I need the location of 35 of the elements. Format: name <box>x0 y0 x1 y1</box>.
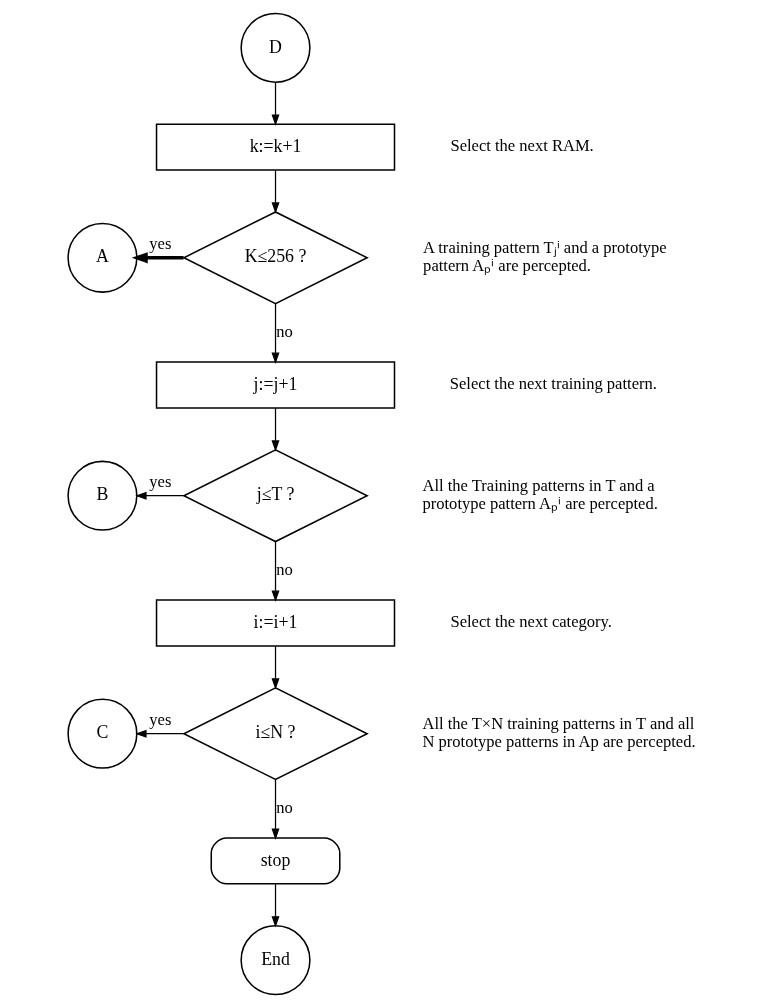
edge-label: no <box>275 798 293 818</box>
edge-label: no <box>275 560 293 580</box>
arrow <box>271 303 280 364</box>
edge-label: yes <box>148 472 171 492</box>
arrow <box>271 81 280 126</box>
node-box: i:=i+1 <box>155 599 395 647</box>
node-diamond: i≤N ? <box>181 687 369 781</box>
edge-label: yes <box>148 710 171 730</box>
arrow <box>271 883 280 928</box>
node-diamond: j≤T ? <box>181 449 369 543</box>
node-label: All the Training patterns in T and a prototype pattern Aₚⁱ are percepted. <box>422 476 658 513</box>
node-label: Select the next RAM. <box>449 136 594 156</box>
arrow <box>271 779 280 840</box>
arrow <box>271 645 280 690</box>
arrow <box>134 491 184 500</box>
arrow <box>271 407 280 452</box>
node-label: All the T×N training patterns in T and all N prototype patterns in Ap are percepted. <box>422 714 696 751</box>
arrow <box>271 169 280 214</box>
node-box: stop <box>210 837 341 885</box>
node-label: A training pattern Tⱼⁱ and a prototype pattern Aₚⁱ are percepted. <box>422 238 667 275</box>
node-circle: A <box>66 222 138 293</box>
edge-label: yes <box>148 234 171 254</box>
node-circle: D <box>239 12 311 83</box>
node-circle: B <box>66 460 138 531</box>
node-circle: End <box>239 925 311 996</box>
node-diamond: K≤256 ? <box>181 211 369 305</box>
arrow <box>131 252 184 264</box>
node-label: Select the next category. <box>449 612 612 632</box>
edge-label: no <box>275 322 293 342</box>
node-box: k:=k+1 <box>155 123 395 171</box>
arrow <box>134 729 184 738</box>
node-box: j:=j+1 <box>155 361 395 409</box>
arrow <box>271 541 280 602</box>
node-circle: C <box>66 698 138 769</box>
node-label: Select the next training pattern. <box>449 374 657 394</box>
